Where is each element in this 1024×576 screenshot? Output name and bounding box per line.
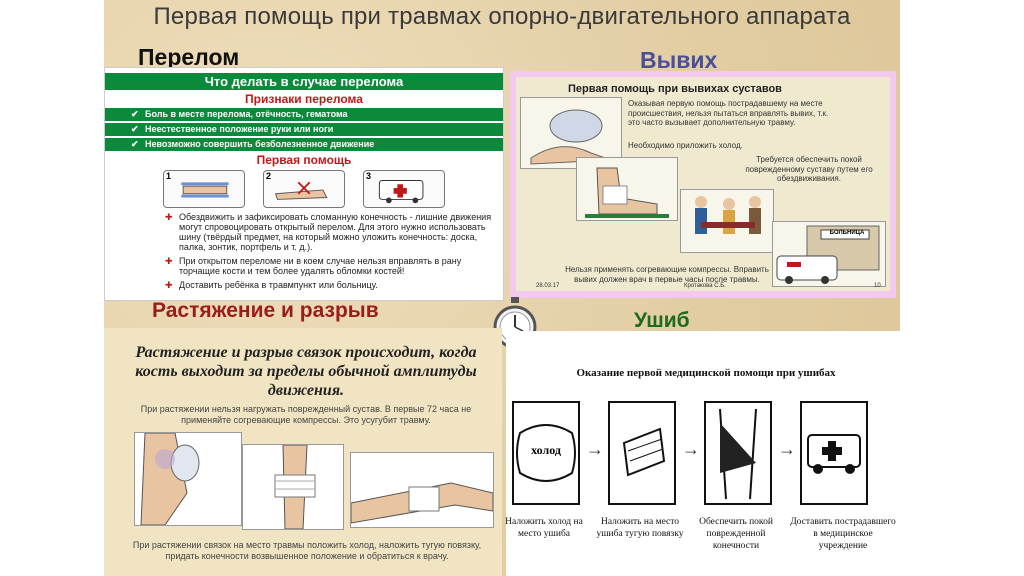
ambulance-step-card [800, 401, 868, 505]
section-fracture-heading: Перелом [138, 44, 240, 70]
section-dislocation-heading: Вывих [640, 47, 718, 73]
cold-compress-illustration [520, 97, 622, 169]
leg-illustration [274, 181, 328, 200]
step-number: 2 [266, 171, 272, 181]
bruise-caption: Наложить холод на место ушиба [505, 517, 583, 539]
sprain-panel: Растяжение и разрыв связок происходит, к… [104, 328, 502, 576]
bandage-step-card [608, 401, 676, 505]
bruise-panel: Оказание первой медицинской помощи при у… [505, 331, 900, 576]
arrow-icon: → [682, 439, 700, 459]
page-title: Первая помощь при травмах опорно-двигате… [153, 3, 851, 30]
fracture-signs-title: Признаки перелома [245, 92, 363, 106]
sling-step-card [704, 401, 772, 505]
dislocation-text: Необходимо приложить холод. [628, 141, 743, 150]
bruise-caption: Обеспечить покой поврежденной конечности [699, 517, 773, 551]
bruise-caption: Наложить на место ушиба тугую повязку [596, 517, 684, 539]
dislocation-text: Требуется обеспечить покой поврежденному… [745, 155, 873, 183]
bruise-caption: Доставить пострадавшего в медицинское уч… [790, 517, 896, 551]
sprain-note-top: При растяжении нельзя нагружать поврежде… [140, 404, 472, 425]
fracture-sign: Неестественное положение руки или ноги [105, 123, 503, 136]
section-bruise-heading: Ушиб [634, 309, 690, 332]
ambulance-icon [378, 180, 424, 204]
fracture-step-leg: 2 [263, 170, 345, 208]
carrying-victim-illustration [680, 189, 774, 253]
hospital-sign: БОЛЬНИЦА [829, 230, 865, 236]
fracture-bullet: При открытом переломе ни в коем случае н… [105, 256, 503, 276]
fracture-aid-title: Первая помощь [256, 153, 352, 167]
dislocation-text: Оказывая первую помощь пострадавшему на … [628, 99, 829, 127]
fracture-step-splint: 1 [163, 170, 245, 208]
splint-arm-illustration [181, 182, 229, 198]
arrow-icon: → [778, 439, 796, 459]
step-number: 3 [366, 171, 372, 181]
fracture-sign: Невозможно совершить безболезненное движ… [105, 138, 503, 151]
bandaged-arm-illustration [350, 452, 494, 528]
step-number: 1 [166, 171, 172, 181]
slide-date: 28.03.17 [536, 283, 560, 289]
section-sprain-heading: Растяжение и разрыв [152, 299, 379, 322]
slide-author: Кротакова С.Б. [684, 283, 726, 289]
slide-page-number: 10 [874, 283, 881, 289]
cold-on-knee-illustration [134, 432, 242, 526]
arrow-icon: → [586, 439, 604, 459]
sprain-note-bottom: При растяжении связок на место травмы по… [132, 540, 482, 561]
fracture-header: Что делать в случае перелома [105, 73, 503, 90]
fracture-bullet: Доставить ребёнка в травмпункт или больн… [105, 280, 503, 290]
fracture-step-ambulance: 3 [363, 170, 445, 208]
bandaged-leg-illustration [242, 444, 344, 530]
bandaged-foot-illustration [576, 157, 678, 221]
fracture-bullet: Обездвижить и зафиксировать сломанную ко… [105, 212, 503, 252]
fracture-steps: 1 2 3 [105, 168, 503, 208]
fracture-panel: Что делать в случае перелома Признаки пе… [104, 67, 504, 301]
hospital-illustration: БОЛЬНИЦА [772, 221, 886, 287]
dislocation-title: Первая помощь при вывихах суставов [568, 83, 782, 95]
cold-label: холод [531, 443, 561, 457]
fracture-sign: Боль в месте перелома, отёчность, гемато… [105, 108, 503, 121]
dislocation-text: Нельзя применять согревающие компрессы. … [565, 265, 769, 284]
cold-step-card: холод [512, 401, 580, 505]
dislocation-panel: Первая помощь при вывихах суставов Оказы… [510, 71, 896, 298]
sprain-title: Растяжение и разрыв связок происходит, к… [135, 344, 477, 399]
bruise-title: Оказание первой медицинской помощи при у… [576, 367, 836, 379]
